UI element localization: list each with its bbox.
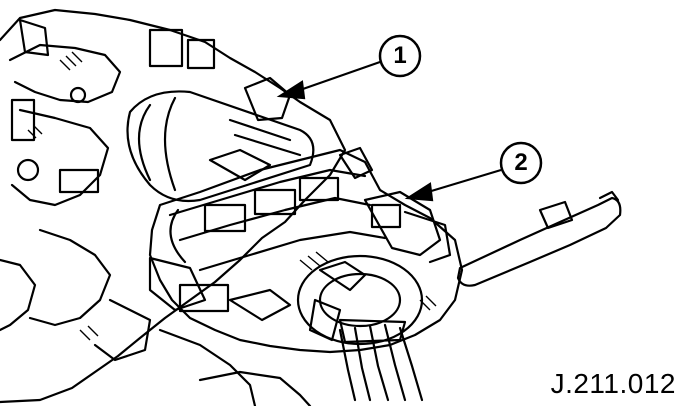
callout-2-leader	[427, 168, 502, 194]
callout-2-circle	[499, 141, 543, 185]
steering-shaft	[126, 90, 315, 203]
callout-1-label: 1	[393, 42, 407, 69]
callout-1-circle	[378, 34, 422, 78]
figure-reference-code: J.211.012	[550, 368, 676, 399]
callout-2-label: 2	[514, 149, 528, 176]
callout-1-arrowhead	[276, 80, 306, 100]
wiper-stalk	[456, 196, 622, 287]
switch-body	[148, 148, 464, 354]
rotary-connector	[296, 254, 424, 346]
wiring-harness	[338, 328, 357, 402]
callout-1-leader	[299, 60, 381, 92]
callout-2-arrowhead	[404, 182, 434, 202]
column-housing	[0, 8, 347, 404]
